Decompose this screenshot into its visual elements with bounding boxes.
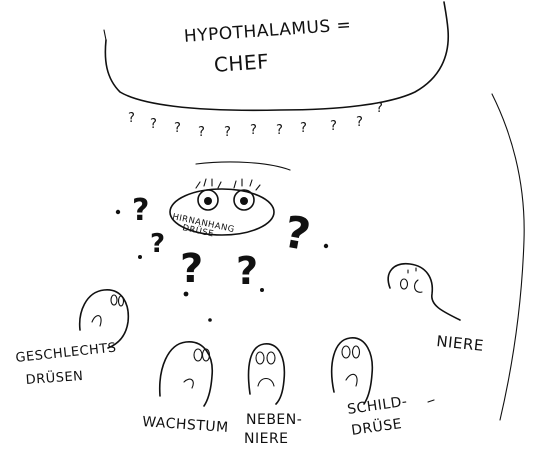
growth-figure bbox=[160, 342, 213, 406]
question-mark: ? bbox=[300, 121, 307, 136]
pituitary-gland: HIRNANHANG DRÜSE bbox=[170, 162, 290, 240]
sex-glands-label-line2: DRÜSEN bbox=[25, 367, 84, 388]
question-mark: ? bbox=[198, 125, 205, 140]
question-mark: ? bbox=[280, 207, 314, 262]
question-mark: ? bbox=[236, 249, 258, 293]
hypothalamus-label-line2: CHEF bbox=[213, 49, 270, 77]
question-mark: ? bbox=[224, 125, 231, 140]
thyroid-label-line1: SCHILD- bbox=[346, 394, 408, 418]
question-mark: ? bbox=[250, 123, 257, 138]
question-mark: ? bbox=[180, 246, 203, 292]
big-question-marks: ? ? ? ? ? bbox=[116, 193, 328, 296]
adrenal-label-line1: NEBEN- bbox=[246, 412, 302, 428]
sex-glands-figure bbox=[80, 290, 129, 348]
question-mark: ? bbox=[150, 117, 157, 132]
pituitary-cap-line bbox=[196, 162, 290, 170]
question-mark: ? bbox=[356, 115, 363, 130]
question-mark: ? bbox=[128, 111, 135, 126]
organ-sex-glands: GESCHLECHTS DRÜSEN bbox=[15, 290, 128, 388]
question-mark: ? bbox=[150, 229, 165, 259]
kidney-figure bbox=[388, 264, 460, 320]
organ-growth: WACHSTUM bbox=[142, 342, 229, 436]
adrenal-label-line2: NIERE bbox=[244, 431, 289, 447]
kidney-label: NIERE bbox=[436, 332, 485, 355]
question-mark: ? bbox=[174, 121, 181, 136]
question-mark: ? bbox=[276, 123, 283, 138]
hypothalamus-label-line1: HYPOTHALAMUS = bbox=[183, 15, 352, 47]
growth-label: WACHSTUM bbox=[142, 414, 229, 436]
thyroid-label-line2: DRÜSE bbox=[350, 414, 403, 439]
thyroid-figure bbox=[332, 338, 373, 404]
question-mark: ? bbox=[376, 101, 383, 116]
adrenal-figure bbox=[249, 344, 285, 404]
organ-thyroid: SCHILD- DRÜSE bbox=[332, 338, 409, 439]
sex-glands-label-line1: GESCHLECHTS bbox=[15, 340, 117, 366]
question-mark: ? bbox=[330, 119, 337, 134]
body-outline-right bbox=[492, 94, 524, 420]
hypothalamus-outline bbox=[105, 2, 448, 110]
organ-adrenal: NEBEN- NIERE bbox=[244, 344, 302, 447]
organ-kidney: NIERE bbox=[388, 264, 484, 355]
question-mark: ? bbox=[132, 193, 149, 228]
hypothalamus-left-tick bbox=[104, 30, 106, 40]
